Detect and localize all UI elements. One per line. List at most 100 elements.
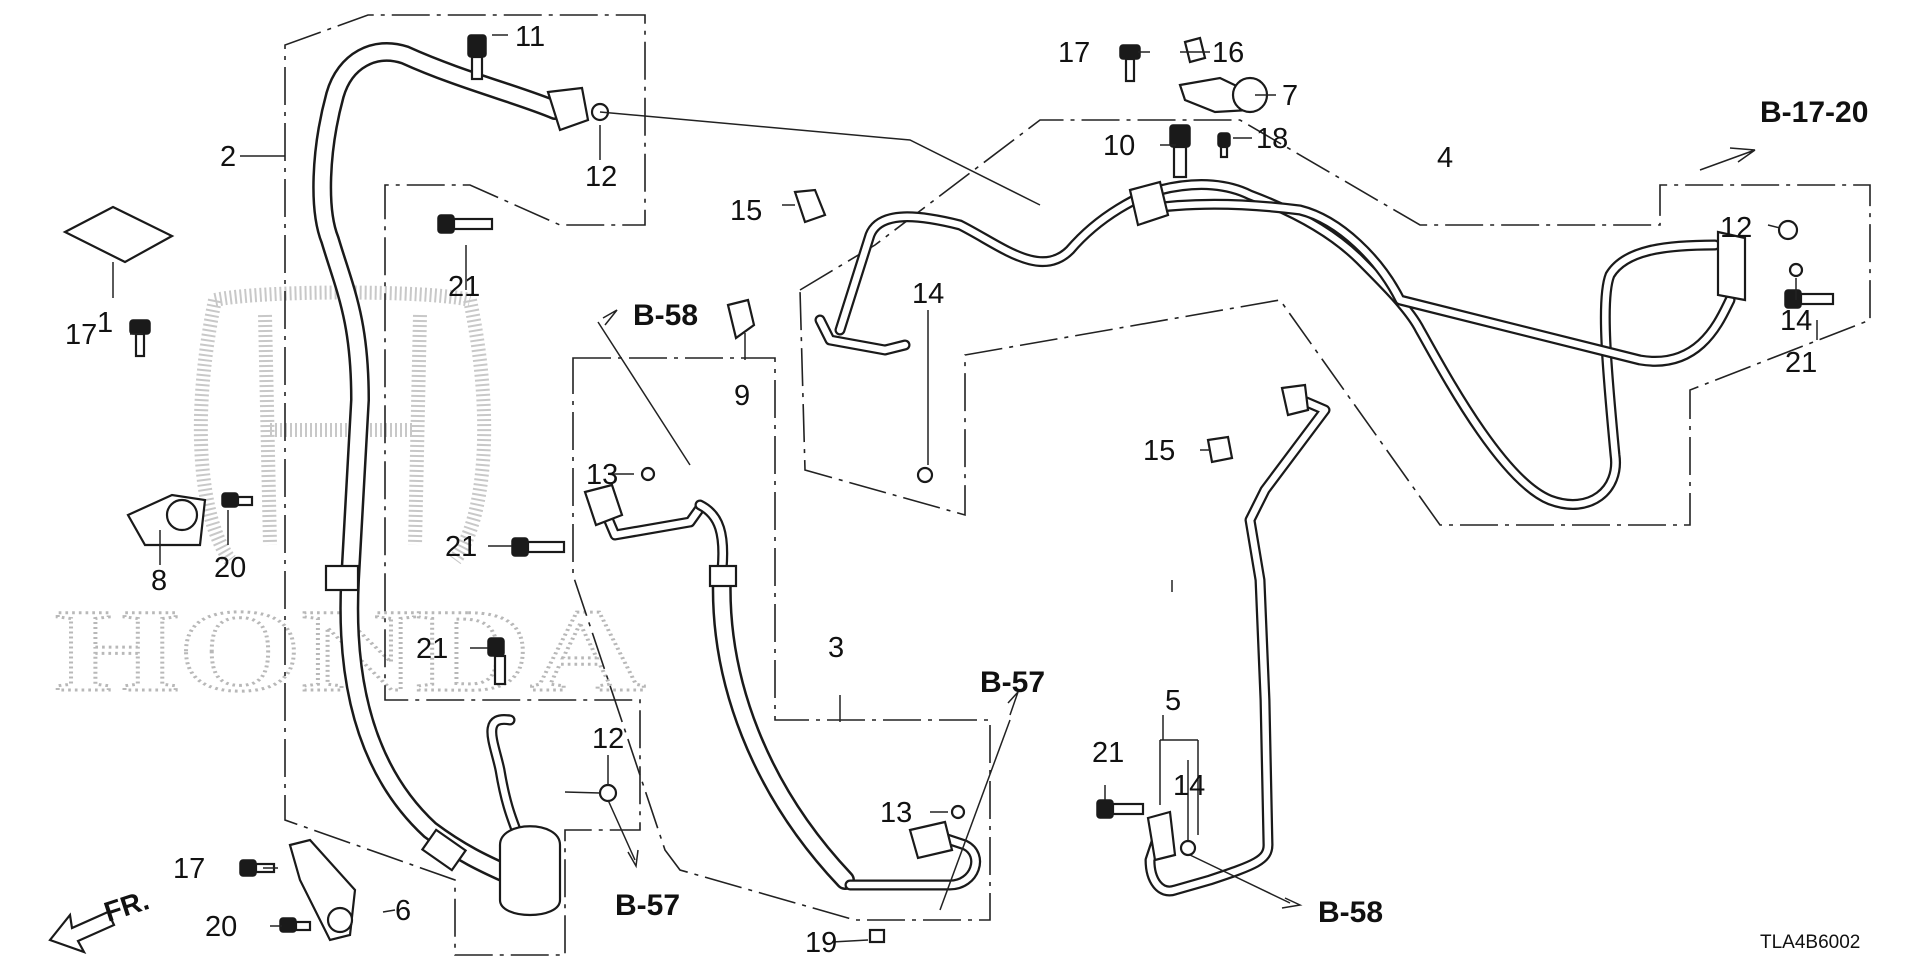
service-valve-cap-11 — [467, 34, 487, 58]
clamp-15-lower — [1206, 435, 1234, 464]
suction-hose — [312, 34, 590, 917]
hose-sleeve-lower — [420, 828, 468, 872]
callout-3: 3 — [828, 632, 844, 664]
hose-sleeve — [324, 564, 360, 592]
callout-21-liquid: 21 — [1092, 737, 1124, 769]
callout-12-right: 12 — [1720, 212, 1752, 244]
clamp-15-upper — [793, 188, 827, 224]
callout-12-receiver: 12 — [592, 723, 624, 755]
callout-5: 5 — [1165, 685, 1181, 717]
bolt-18 — [1217, 132, 1231, 159]
callout-6: 6 — [395, 895, 411, 927]
o-ring-14-main — [916, 466, 934, 484]
callout-20-bottom: 20 — [205, 911, 237, 943]
discharge-hose — [583, 298, 982, 891]
callout-4: 4 — [1437, 142, 1453, 174]
callout-15-lower: 15 — [1143, 435, 1175, 467]
bolt-17-left — [129, 319, 151, 358]
front-label: FR. — [100, 884, 152, 927]
bolt-20-bottom — [279, 917, 312, 933]
callout-20-left: 20 — [214, 552, 246, 584]
callout-1: 1 — [97, 307, 113, 339]
arrow-b1720 — [1699, 147, 1756, 171]
service-valve-10 — [1172, 145, 1188, 179]
label-plate — [62, 205, 175, 298]
pressure-switch-9 — [726, 298, 756, 340]
callout-14-liquid: 14 — [1173, 770, 1205, 802]
callout-10: 10 — [1103, 130, 1135, 162]
ref-b-58-top: B-58 — [633, 299, 698, 332]
o-ring-14-right — [1788, 262, 1804, 278]
outline-assembly-3 — [572, 357, 991, 921]
o-ring-12-receiver — [598, 783, 618, 803]
callout-17-top: 17 — [1058, 37, 1090, 69]
pipe-junction-block — [1128, 180, 1170, 227]
callout-11: 11 — [515, 21, 545, 53]
callout-15-upper: 15 — [730, 195, 762, 227]
bolt-21-upper — [437, 214, 494, 234]
bolts — [129, 44, 1835, 933]
liquid-pipe-fitting — [1280, 383, 1310, 417]
callout-21-mid: 21 — [445, 531, 477, 563]
ref-b-17-20: B-17-20 — [1760, 96, 1868, 129]
bolt-21-right — [1784, 289, 1835, 309]
clip-19 — [868, 928, 886, 944]
callout-16: 16 — [1212, 37, 1244, 69]
o-ring-14-liquid — [1179, 839, 1197, 857]
callout-14-main: 14 — [912, 278, 944, 310]
bolt-21-mid — [511, 537, 566, 557]
o-ring-12-right — [1777, 219, 1799, 241]
bolt-17-top — [1119, 44, 1141, 83]
callout-18: 18 — [1256, 123, 1288, 155]
clip-16 — [1183, 36, 1207, 64]
callout-14-right: 14 — [1780, 305, 1812, 337]
callout-19: 19 — [805, 927, 837, 959]
front-direction-marker: FR. — [48, 884, 153, 954]
discharge-block — [908, 820, 954, 860]
bolt-21-liquid — [1096, 799, 1145, 819]
bracket-8-clamp — [165, 498, 199, 532]
watermark-logo-h — [258, 314, 427, 546]
ref-b-58-bottom: B-58 — [1318, 896, 1383, 929]
label-plate-shape — [62, 205, 175, 264]
callout-numbers: 1 2 3 4 5 6 7 8 9 10 11 12 12 12 13 13 1… — [65, 21, 1817, 959]
bolt-20-left — [221, 492, 254, 508]
callout-17-left: 17 — [65, 319, 97, 351]
assembly-outlines — [284, 14, 1871, 956]
callout-2: 2 — [220, 141, 236, 173]
callout-12-top: 12 — [585, 161, 617, 193]
cross-references: B-17-20 B-58 B-57 B-57 B-58 — [615, 96, 1868, 929]
main-pipe — [814, 124, 1747, 510]
ref-b-57-bottom: B-57 — [615, 889, 680, 922]
o-rings — [590, 102, 1804, 803]
callout-21-low: 21 — [416, 633, 448, 665]
outline-assembly-2 — [284, 14, 646, 956]
pipe-end-block — [1716, 230, 1747, 302]
callout-17-bottom: 17 — [173, 853, 205, 885]
callout-21-upper: 21 — [448, 271, 480, 303]
service-valve-11 — [470, 55, 484, 81]
callout-8: 8 — [151, 565, 167, 597]
discharge-sleeve — [708, 564, 738, 588]
bolt-21-low — [487, 637, 507, 686]
hose-end-fitting — [546, 86, 590, 132]
liquid-pipe-block — [1146, 810, 1177, 862]
watermark-logo — [193, 285, 492, 565]
service-valve-cap-10 — [1169, 124, 1191, 148]
brackets — [126, 36, 1269, 944]
callout-9: 9 — [734, 380, 750, 412]
o-ring-13-lower — [950, 804, 966, 820]
leader-lines — [130, 34, 1818, 943]
receiver-canister — [498, 825, 562, 917]
callout-13-upper: 13 — [586, 459, 618, 491]
diagram-code: TLA4B6002 — [1760, 932, 1860, 953]
callout-7: 7 — [1282, 80, 1298, 112]
front-arrow-icon — [48, 910, 116, 954]
o-ring-13-upper — [640, 466, 656, 482]
discharge-end-fitting — [583, 483, 624, 527]
ref-b-57-mid: B-57 — [980, 666, 1045, 699]
bracket-6-clamp — [326, 906, 354, 934]
callout-21-right: 21 — [1785, 347, 1817, 379]
